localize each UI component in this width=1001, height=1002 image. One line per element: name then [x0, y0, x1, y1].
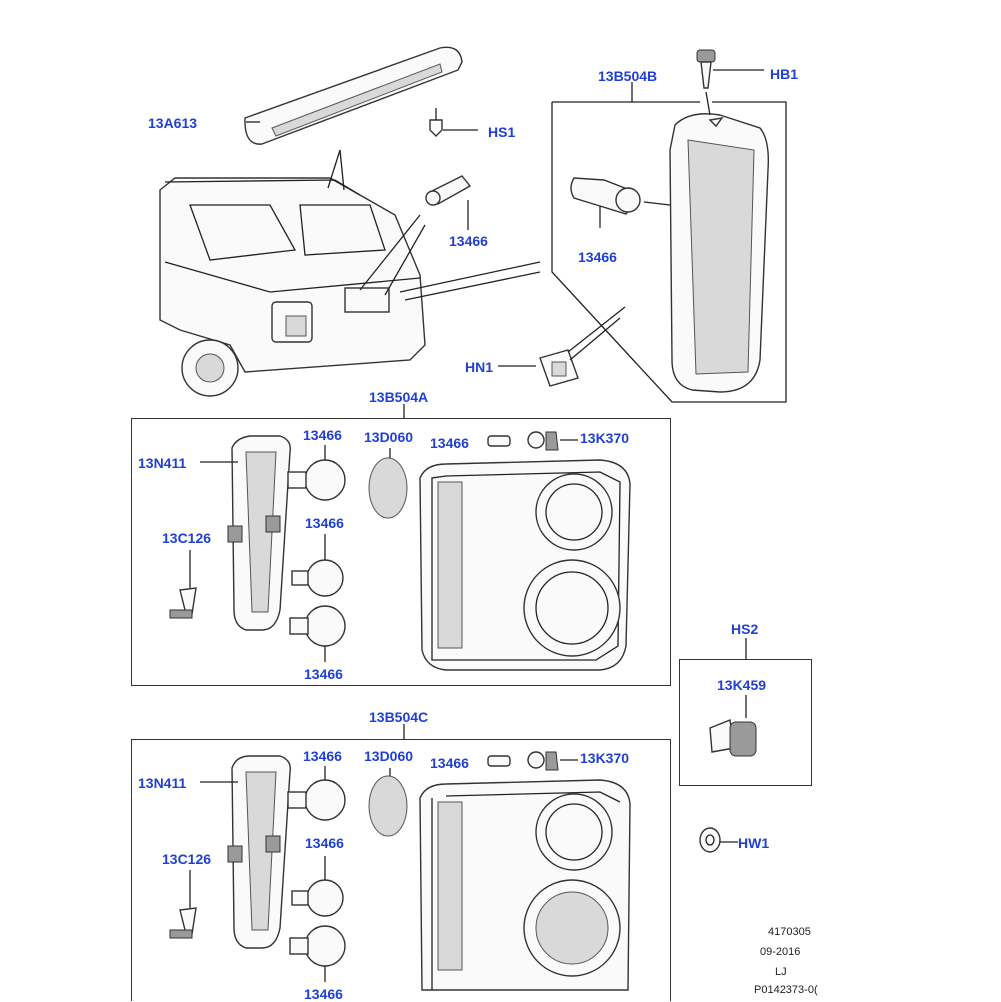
label-high-mount-lamp: 13B504B: [598, 68, 658, 84]
reflector-c-illustration: [368, 768, 408, 837]
label-side-bulb-a: 13466: [430, 435, 469, 451]
label-clip-hn1: HN1: [465, 359, 494, 375]
label-bulb-a1: 13466: [303, 427, 342, 443]
socket-kit-illustration: [709, 695, 757, 757]
rear-lamp-a-illustration: [419, 459, 631, 671]
label-bulb-c2: 13466: [305, 835, 344, 851]
label-plug-c: 13C126: [162, 851, 212, 867]
label-screw-hb1: HB1: [770, 66, 799, 82]
lamp-a-panel: [131, 418, 671, 686]
label-holder-a: 13N411: [138, 455, 187, 471]
clip-hn1-illustration: [498, 306, 626, 387]
footer-part-code: P0142373-0(: [754, 984, 818, 996]
label-bulb-c3: 13466: [304, 986, 343, 1002]
label-plug-a: 13C126: [162, 530, 212, 546]
bulb-a3-illustration: [289, 605, 346, 662]
screw-hb1-illustration: [696, 49, 764, 116]
plate-bulb-illustration: [425, 175, 472, 230]
label-bulb-c1: 13466: [303, 748, 342, 764]
footer-date: 09-2016: [760, 946, 801, 958]
lamp-c-panel: [131, 739, 671, 1001]
label-side-bulb-c: 13466: [430, 755, 469, 771]
bulb-a2-illustration: [291, 534, 344, 597]
label-rear-spoiler: 13A613: [148, 115, 198, 131]
label-reflector-a: 13D060: [364, 429, 414, 445]
high-mount-lamp-illustration: [669, 113, 770, 393]
label-hml-bulb: 13466: [578, 249, 617, 265]
label-bulb-a2: 13466: [305, 515, 344, 531]
label-lamp-c: 13B504C: [369, 709, 429, 725]
rear-spoiler-illustration: [244, 46, 463, 145]
label-lamp-a: 13B504A: [369, 389, 429, 405]
hml-panel-frame: [551, 101, 787, 403]
label-reflector-c: 13D060: [364, 748, 414, 764]
bulb-c1-illustration: [287, 766, 346, 821]
plug-c-illustration: [169, 870, 197, 939]
side-bulb-c-illustration: [487, 751, 578, 771]
reflector-a-illustration: [368, 448, 408, 519]
washer-hw1-illustration: [699, 827, 738, 853]
footer-initials: LJ: [775, 966, 787, 978]
bulb-c3-illustration: [289, 925, 346, 982]
bulb-c2-illustration: [291, 856, 344, 917]
label-screw-hs1: HS1: [488, 124, 516, 140]
label-socket-a: 13K370: [580, 430, 630, 446]
label-socket-c: 13K370: [580, 750, 630, 766]
screw-hs1-illustration: [429, 108, 478, 137]
bulb-a1-illustration: [287, 445, 346, 501]
bulb-holder-c-illustration: [200, 755, 291, 949]
vehicle-illustration: [159, 149, 541, 397]
kit-hs2-panel: [679, 659, 812, 786]
hml-bulb-illustration: [570, 177, 671, 228]
side-bulb-a-illustration: [487, 431, 578, 451]
label-socket-kit: 13K459: [717, 677, 767, 693]
label-plate-bulb: 13466: [449, 233, 488, 249]
rear-lamp-c-illustration: [419, 779, 631, 991]
plug-a-illustration: [169, 550, 197, 619]
label-washer-hw1: HW1: [738, 835, 770, 851]
bulb-holder-a-illustration: [200, 435, 291, 631]
label-holder-c: 13N411: [138, 775, 187, 791]
footer-ref: 4170305: [768, 926, 811, 938]
label-bulb-a3: 13466: [304, 666, 343, 682]
label-kit-hs2: HS2: [731, 621, 759, 637]
